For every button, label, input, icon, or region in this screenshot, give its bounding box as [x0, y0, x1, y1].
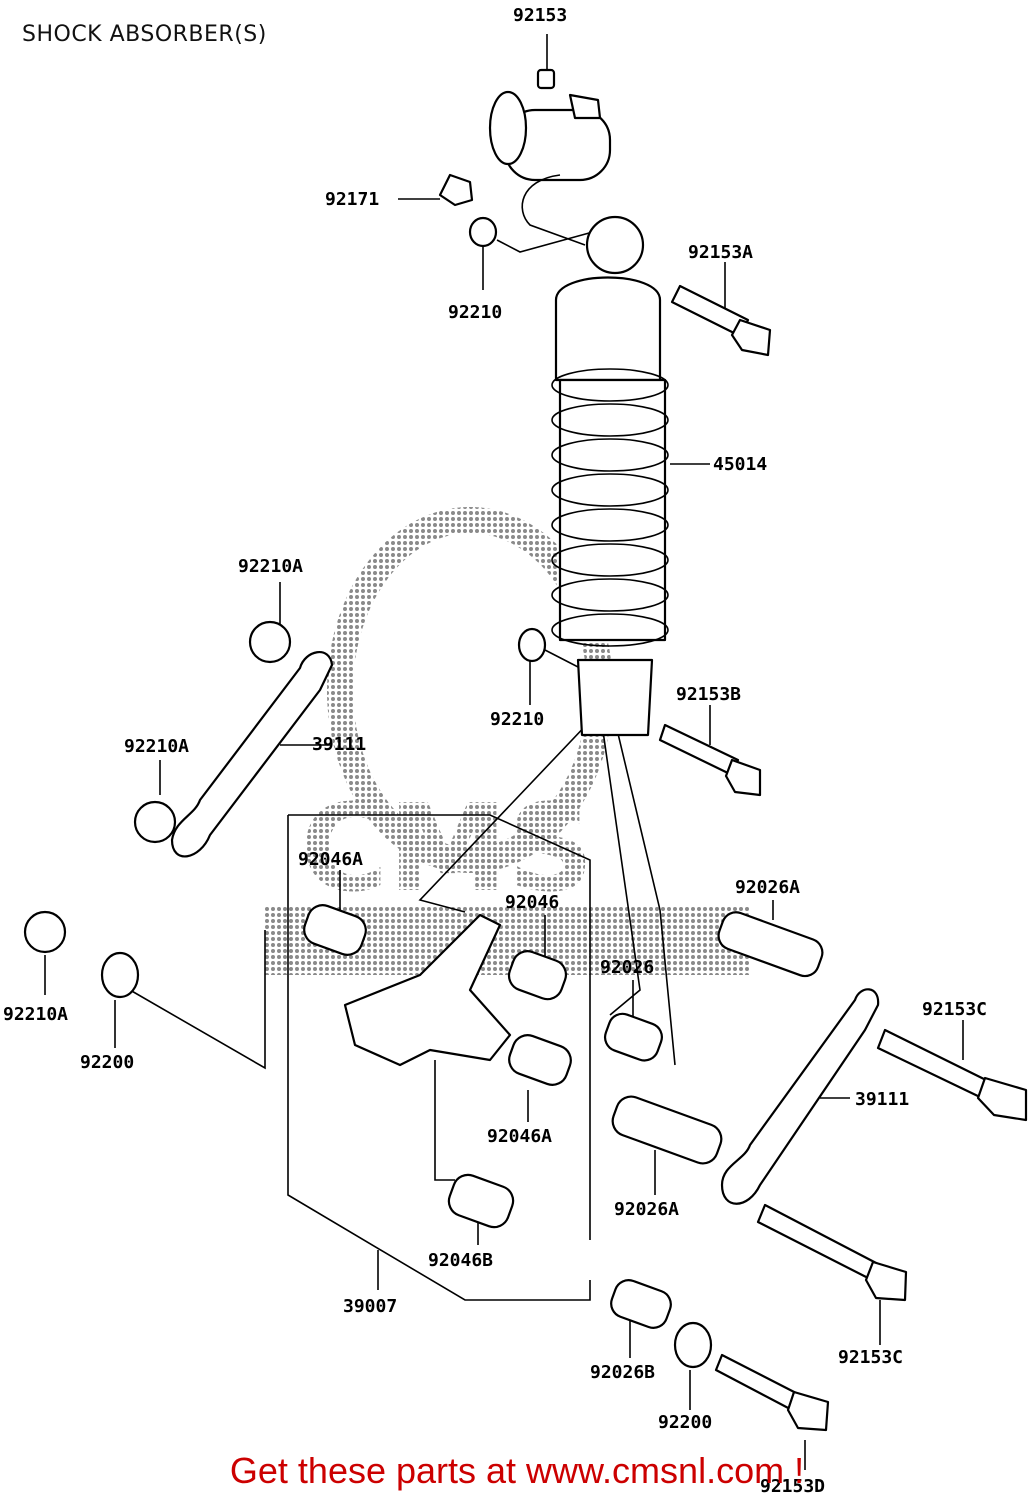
reservoir: [488, 90, 612, 246]
bolt-92153C-upper: [876, 1028, 1028, 1122]
bolt-92153B: [658, 723, 762, 797]
callout-92210A-3: 92210A: [3, 1004, 68, 1025]
callout-92046B: 92046B: [428, 1250, 493, 1271]
bolt-92153C-lower: [756, 1203, 908, 1302]
callout-92200-2: 92200: [658, 1412, 712, 1433]
callout-92046A-2: 92046A: [487, 1126, 552, 1147]
callout-39007: 39007: [343, 1296, 397, 1317]
callout-39111-right: 39111: [855, 1089, 909, 1110]
bolt-92153D: [714, 1353, 830, 1432]
callout-92210-top: 92210: [448, 302, 502, 323]
callout-92153D: 92153D: [760, 1476, 825, 1497]
callout-45014: 45014: [713, 454, 767, 475]
callout-labels: 92153 92171 92153A 92210 45014 92210A 92…: [3, 5, 987, 1497]
callout-92153C-1: 92153C: [922, 999, 987, 1020]
callout-92026: 92026: [600, 957, 654, 978]
callout-92171: 92171: [325, 189, 379, 210]
callout-92210A-2: 92210A: [124, 736, 189, 757]
callout-92210-mid: 92210: [490, 709, 544, 730]
callout-39111-left: 39111: [312, 734, 366, 755]
page-title: SHOCK ABSORBER(S): [22, 22, 267, 47]
callout-92200-1: 92200: [80, 1052, 134, 1073]
shock-absorber: [551, 276, 669, 737]
callout-92153C-2: 92153C: [838, 1347, 903, 1368]
callout-92153: 92153: [513, 5, 567, 26]
bolt-92153A: [670, 284, 772, 357]
callout-92026A-2: 92026A: [614, 1199, 679, 1220]
promo-link-text[interactable]: Get these parts at www.cmsnl.com !: [229, 1450, 805, 1491]
callout-92046A-1: 92046A: [298, 849, 363, 870]
callout-92210A-1: 92210A: [238, 556, 303, 577]
callout-92153B: 92153B: [676, 684, 741, 705]
callout-92026A-1: 92026A: [735, 877, 800, 898]
callout-92026B: 92026B: [590, 1362, 655, 1383]
watermark-logo: CMS: [265, 507, 750, 975]
watermark-text: CMS: [300, 780, 594, 919]
callout-92046: 92046: [505, 892, 559, 913]
part-shapes: [23, 68, 1028, 1432]
leader-lines: [44, 34, 964, 1470]
callout-92153A: 92153A: [688, 242, 753, 263]
